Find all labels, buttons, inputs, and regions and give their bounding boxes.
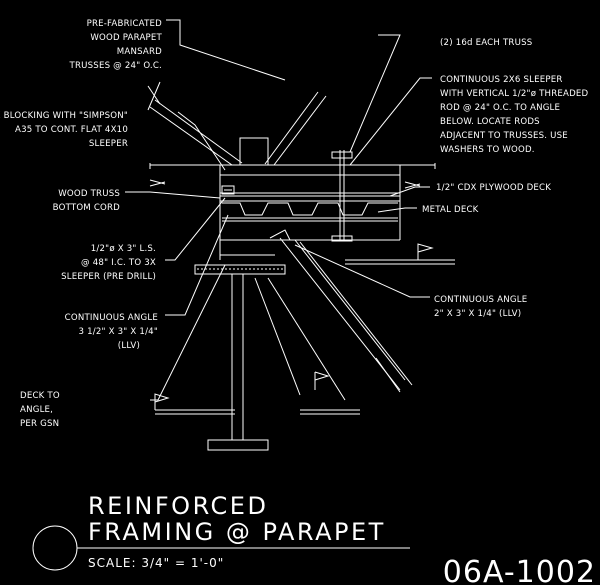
note-metal-deck: METAL DECK bbox=[422, 205, 479, 215]
note-angle-right: CONTINUOUS ANGLE 2" X 3" X 1/4" (LLV) bbox=[434, 295, 527, 319]
note-blocking-line: A35 TO CONT. FLAT 4X10 bbox=[15, 125, 128, 135]
note-sleeper-line: ROD @ 24" O.C. TO ANGLE bbox=[440, 103, 560, 113]
note-ls-line: 1/2"ø X 3" L.S. bbox=[91, 244, 156, 254]
drawing-title-line1: REINFORCED bbox=[88, 492, 268, 520]
note-angle-right-line: CONTINUOUS ANGLE bbox=[434, 295, 527, 305]
note-nails: (2) 16d EACH TRUSS bbox=[440, 38, 532, 48]
note-deck-angle-line: PER GSN bbox=[20, 419, 59, 429]
note-angle-left-line: CONTINUOUS ANGLE bbox=[65, 313, 158, 323]
drawing-title-line2: FRAMING @ PARAPET bbox=[88, 518, 386, 546]
note-truss-line: WOOD PARAPET bbox=[90, 33, 162, 43]
left-deck bbox=[154, 371, 360, 415]
note-lag-screw: 1/2"ø X 3" L.S. @ 48" I.C. TO 3X SLEEPER… bbox=[61, 244, 156, 282]
note-sleeper-line: BELOW. LOCATE RODS bbox=[440, 117, 540, 127]
note-plywood: 1/2" CDX PLYWOOD DECK bbox=[436, 183, 551, 193]
note-truss-line: PRE-FABRICATED bbox=[87, 19, 163, 29]
note-deck-angle-line: DECK TO bbox=[20, 391, 60, 401]
note-angle-left-line: 3 1/2" X 3" X 1/4" bbox=[79, 327, 159, 337]
right-deck bbox=[345, 243, 455, 265]
note-bottom-cord: WOOD TRUSS BOTTOM CORD bbox=[53, 189, 121, 213]
note-angle-left-line: (LLV) bbox=[118, 341, 140, 351]
note-truss-line: MANSARD bbox=[117, 47, 162, 57]
note-bottom-cord-line: WOOD TRUSS bbox=[58, 189, 120, 199]
note-deck-angle-line: ANGLE, bbox=[20, 405, 53, 415]
parapet-truss bbox=[147, 81, 327, 166]
note-ls-line: SLEEPER (PRE DRILL) bbox=[61, 272, 156, 282]
detail-bubble bbox=[32, 525, 78, 571]
note-blocking-line: SLEEPER bbox=[89, 139, 128, 149]
note-metal-deck-line: METAL DECK bbox=[422, 205, 479, 215]
note-nails-line: (2) 16d EACH TRUSS bbox=[440, 38, 532, 48]
metal-deck bbox=[222, 202, 398, 222]
plywood-deck bbox=[220, 192, 400, 202]
steel-beam bbox=[194, 229, 400, 451]
note-sleeper: CONTINUOUS 2X6 SLEEPER WITH VERTICAL 1/2… bbox=[440, 75, 589, 155]
note-truss-line: TRUSSES @ 24" O.C. bbox=[69, 61, 162, 71]
note-ls-line: @ 48" I.C. TO 3X bbox=[81, 258, 156, 268]
note-blocking-line: 2X BLOCKING WITH "SIMPSON" bbox=[0, 111, 128, 121]
note-truss: PRE-FABRICATED WOOD PARAPET MANSARD TRUS… bbox=[69, 19, 163, 71]
note-sleeper-line: ADJACENT TO TRUSSES. USE bbox=[440, 131, 568, 141]
note-deck-angle: DECK TO ANGLE, PER GSN bbox=[20, 391, 60, 429]
note-angle-right-line: 2" X 3" X 1/4" (LLV) bbox=[434, 309, 521, 319]
sheet-number: 06A-1002 bbox=[443, 555, 596, 585]
note-plywood-line: 1/2" CDX PLYWOOD DECK bbox=[436, 183, 551, 193]
note-sleeper-line: WASHERS TO WOOD. bbox=[440, 145, 535, 155]
leader-lines bbox=[125, 19, 432, 401]
note-bottom-cord-line: BOTTOM CORD bbox=[53, 203, 121, 213]
note-blocking: 2X BLOCKING WITH "SIMPSON" A35 TO CONT. … bbox=[0, 111, 128, 149]
threaded-rod bbox=[331, 150, 353, 242]
drawing-scale: SCALE: 3/4" = 1'-0" bbox=[88, 556, 224, 570]
structure bbox=[147, 81, 455, 451]
note-angle-left: CONTINUOUS ANGLE 3 1/2" X 3" X 1/4" (LLV… bbox=[65, 313, 158, 351]
note-sleeper-line: CONTINUOUS 2X6 SLEEPER bbox=[440, 75, 563, 85]
title-block: REINFORCED FRAMING @ PARAPET SCALE: 3/4"… bbox=[32, 492, 596, 585]
top-chord bbox=[149, 163, 436, 260]
break-ticks bbox=[149, 179, 421, 189]
note-sleeper-line: WITH VERTICAL 1/2"ø THREADED bbox=[440, 89, 589, 99]
sloped-deck bbox=[279, 237, 413, 393]
